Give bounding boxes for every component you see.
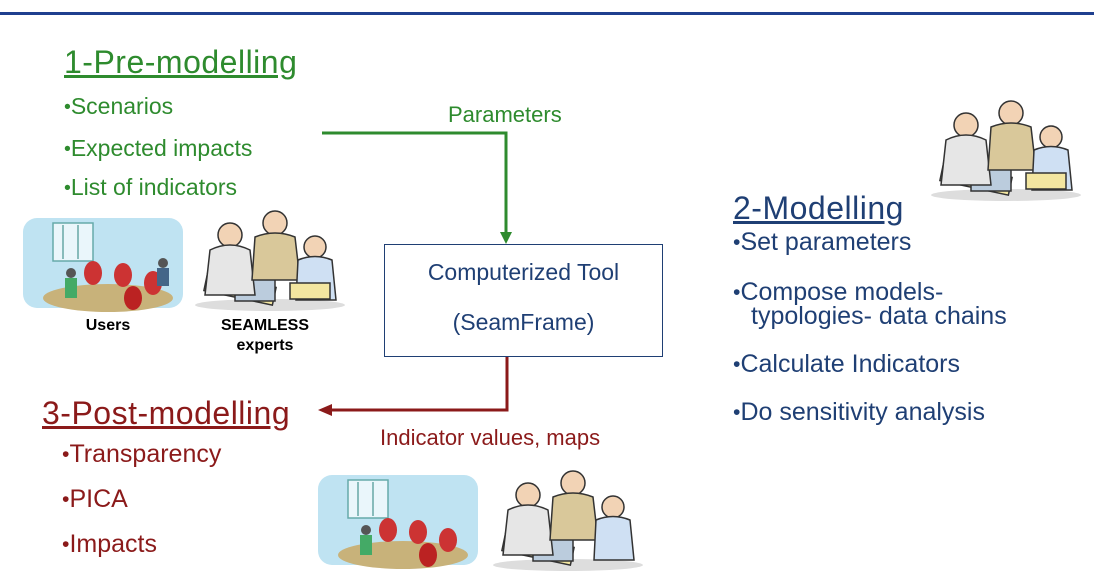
post-item-pica: •PICA [62, 485, 128, 513]
pre-item-list-of-indicators: •List of indicators [64, 174, 238, 200]
outputs-arrow [318, 357, 509, 416]
users-caption: Users [85, 317, 131, 334]
modelling-item-compose-models: •Compose models- [733, 278, 944, 306]
modelling-item-set-parameters: •Set parameters [733, 228, 912, 256]
pre-modelling-heading: 1-Pre-modelling [64, 44, 298, 80]
computerized-tool-box: Computerized Tool (SeamFrame) [384, 244, 663, 357]
top-divider [0, 12, 1094, 15]
tool-subtitle: (SeamFrame) [452, 309, 595, 335]
post-modelling-heading: 3-Post-modelling [42, 395, 291, 431]
modelling-item-sensitivity-analysis: •Do sensitivity analysis [733, 398, 985, 426]
experts-caption: SEAMLESS experts [220, 317, 309, 354]
parameters-arrow [322, 131, 512, 244]
outputs-label: Indicator values, maps [380, 425, 601, 450]
pre-item-scenarios: •Scenarios [64, 93, 174, 119]
modelling-item-calculate-indicators: •Calculate Indicators [733, 350, 961, 378]
modelling-heading: 2-Modelling [733, 190, 904, 226]
pre-item-expected-impacts: •Expected impacts [64, 135, 253, 161]
post-item-impacts: •Impacts [62, 530, 157, 558]
tool-name: Computerized Tool [427, 259, 620, 285]
modelling-item-compose-models-cont: typologies- data chains [751, 302, 1007, 330]
post-item-transparency: •Transparency [62, 440, 222, 468]
parameters-label: Parameters [448, 102, 562, 127]
